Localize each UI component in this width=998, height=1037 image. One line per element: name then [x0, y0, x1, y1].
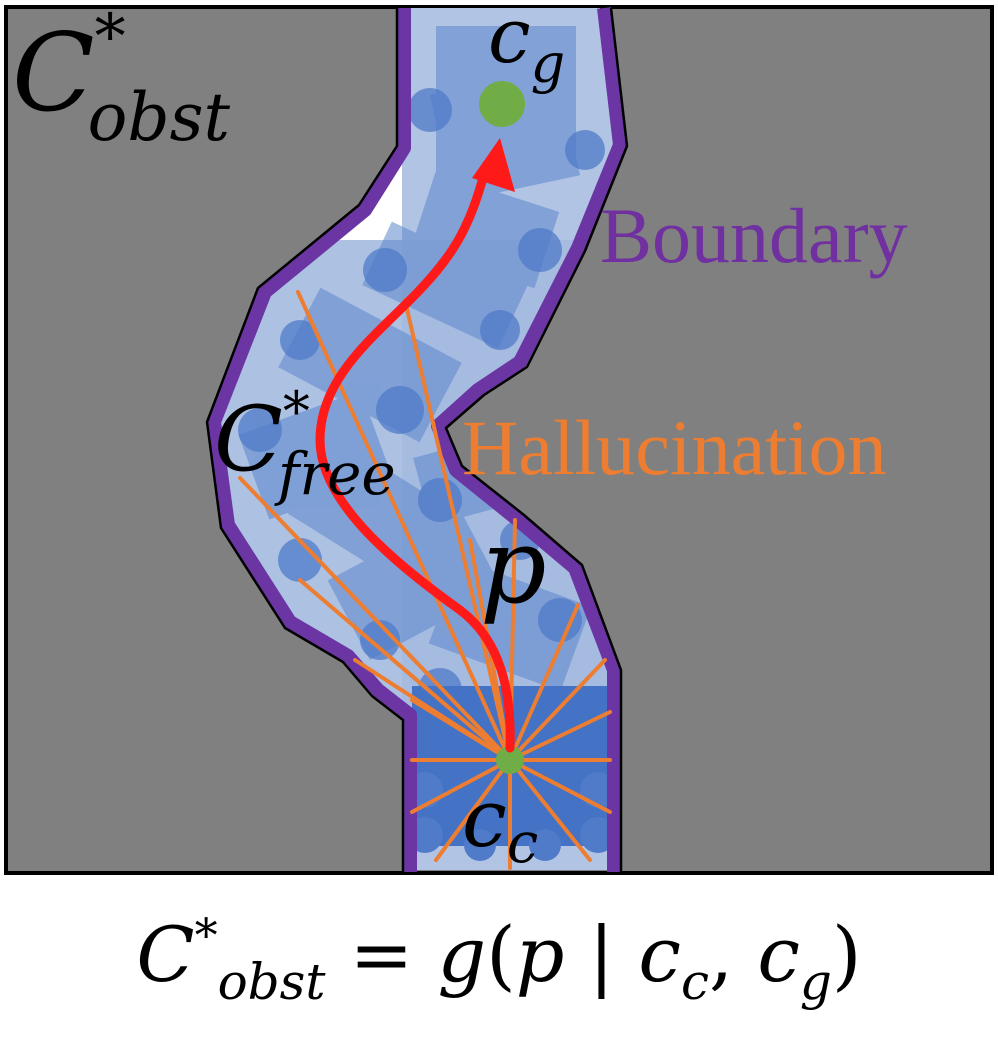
boundary-label: Boundary [600, 192, 908, 279]
eq-comma: , [708, 910, 734, 999]
path-arrowhead [472, 138, 515, 192]
boundary-outline [205, 7, 629, 872]
free-space-label: C*free [214, 380, 396, 508]
eq-bar: | [588, 910, 615, 999]
goal-label: cg [488, 0, 565, 95]
eq-lhs-symbol: C [136, 910, 195, 999]
obstacle-label: C*obst [12, 0, 230, 156]
plan-label: p [480, 505, 547, 627]
hallucination-equation: C*obst = g(p | cc, cg) [0, 880, 998, 1011]
eq-c1: c [638, 910, 681, 999]
eq-c2: c [757, 910, 800, 999]
eq-lhs-super: * [194, 908, 218, 962]
eq-lhs-sub: obst [217, 953, 326, 1011]
current-label: cc [462, 772, 538, 876]
eq-c1-sub: c [680, 953, 709, 1011]
planned-path [315, 165, 515, 753]
eq-open: ( [486, 910, 516, 999]
hallucination-label: Hallucination [462, 404, 887, 491]
current-config-point [496, 746, 524, 774]
eq-arg: p [515, 910, 565, 999]
eq-equals: = [349, 910, 414, 999]
eq-c2-sub: g [799, 953, 832, 1011]
hallucination-diagram: C*obst cg Boundary C*free Hallucination … [4, 0, 994, 876]
goal-config-point [479, 81, 525, 127]
eq-func: g [437, 910, 487, 999]
eq-close: ) [831, 910, 862, 999]
